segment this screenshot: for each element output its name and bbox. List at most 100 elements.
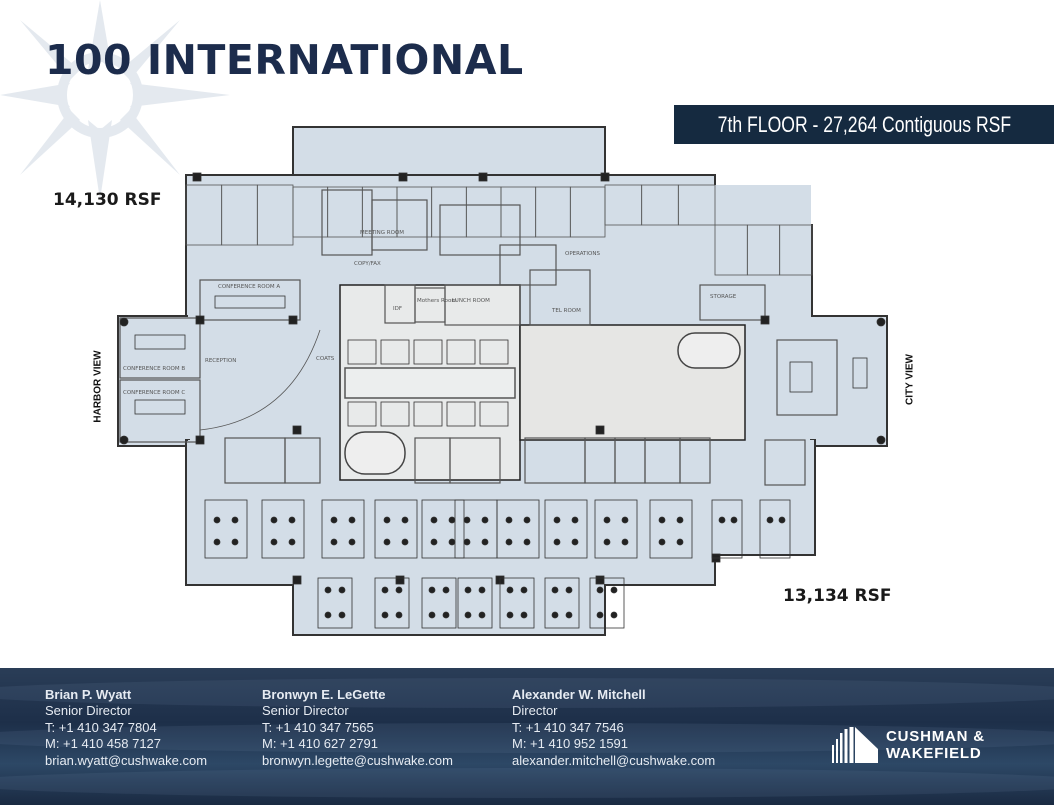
city-view-label: CITY VIEW xyxy=(904,354,916,405)
logo-line-2: WAKEFIELD xyxy=(886,745,982,762)
perimeter-office xyxy=(779,224,813,276)
chair xyxy=(523,538,531,546)
round-column xyxy=(876,435,886,445)
chair xyxy=(658,516,666,524)
chair xyxy=(596,611,604,619)
conference-table xyxy=(134,334,186,350)
building-column xyxy=(288,315,298,325)
building-column xyxy=(292,575,302,585)
contact-mobile[interactable]: M: +1 410 952 1591 xyxy=(512,736,629,752)
chair xyxy=(395,611,403,619)
chair xyxy=(596,586,604,594)
chair xyxy=(603,538,611,546)
contact-card: Alexander W. Mitchell Director T: +1 410… xyxy=(512,687,715,769)
compass-watermark xyxy=(0,0,230,200)
contact-name: Alexander W. Mitchell xyxy=(512,687,646,702)
chair xyxy=(448,516,456,524)
building-column xyxy=(595,425,605,435)
room-label-storage: STORAGE xyxy=(710,294,737,300)
office xyxy=(284,437,321,484)
room-label-tel: TEL ROOM xyxy=(551,308,581,314)
chair xyxy=(565,611,573,619)
contact-email[interactable]: bronwyn.legette@cushwake.com xyxy=(262,752,453,768)
workstation-cluster xyxy=(544,577,580,629)
round-column xyxy=(876,317,886,327)
workstation-cluster xyxy=(649,499,693,559)
chair xyxy=(330,538,338,546)
workstation-cluster xyxy=(544,499,588,559)
workstation-cluster xyxy=(421,577,457,629)
contact-title: Senior Director xyxy=(262,703,349,719)
elevator-cab xyxy=(446,401,476,427)
workstation-cluster xyxy=(317,577,353,629)
contact-phone[interactable]: T: +1 410 347 7546 xyxy=(512,719,624,735)
chair xyxy=(565,586,573,594)
chair xyxy=(270,538,278,546)
workstation-cluster xyxy=(594,499,638,559)
workstation-cluster xyxy=(496,499,540,559)
conference-table xyxy=(852,357,868,389)
conference-room-c xyxy=(119,379,201,443)
chair xyxy=(621,538,629,546)
elevator-cab xyxy=(347,339,377,365)
meeting-room xyxy=(371,199,428,251)
building-column xyxy=(395,575,405,585)
footer: Brian P. Wyatt Senior Director T: +1 410… xyxy=(0,668,1054,805)
chair xyxy=(428,586,436,594)
office xyxy=(499,244,557,286)
lower-rsf-label: 13,134 RSF xyxy=(783,586,892,606)
workstation-cluster xyxy=(421,499,465,559)
contact-title: Senior Director xyxy=(45,703,132,719)
lunch-room xyxy=(444,284,521,326)
chair xyxy=(505,538,513,546)
floor-banner: 7th FLOOR - 27,264 Contiguous RSF xyxy=(674,105,1054,144)
page-title: 100 INTERNATIONAL xyxy=(45,36,524,84)
logo-line-1: CUSHMAN & xyxy=(886,728,985,745)
chair xyxy=(442,611,450,619)
chair xyxy=(523,516,531,524)
chair xyxy=(288,516,296,524)
chair xyxy=(428,611,436,619)
contact-phone[interactable]: T: +1 410 347 7565 xyxy=(262,719,374,735)
chair xyxy=(288,538,296,546)
workstation-cluster xyxy=(759,499,791,559)
chair xyxy=(571,516,579,524)
chair xyxy=(348,538,356,546)
office xyxy=(764,439,806,486)
building-column xyxy=(195,315,205,325)
contact-card: Brian P. Wyatt Senior Director T: +1 410… xyxy=(45,687,207,769)
chair xyxy=(658,538,666,546)
contact-mobile[interactable]: M: +1 410 627 2791 xyxy=(262,736,379,752)
chair xyxy=(621,516,629,524)
chair xyxy=(718,516,726,524)
contact-mobile[interactable]: M: +1 410 458 7127 xyxy=(45,736,162,752)
workstation-cluster xyxy=(374,499,418,559)
chair xyxy=(231,538,239,546)
conference-room-a xyxy=(199,279,301,321)
chair xyxy=(520,586,528,594)
chair xyxy=(463,516,471,524)
chair xyxy=(430,516,438,524)
contact-email[interactable]: brian.wyatt@cushwake.com xyxy=(45,752,208,768)
harbor-view-label: HARBOR VIEW xyxy=(92,350,104,423)
room-label-mothers: Mothers Room xyxy=(417,298,457,304)
chair xyxy=(348,516,356,524)
workstation-cluster xyxy=(457,577,493,629)
chair xyxy=(464,611,472,619)
workstation-cluster xyxy=(499,577,535,629)
chair xyxy=(213,538,221,546)
building-bars-icon xyxy=(832,727,878,763)
elevator-cab xyxy=(446,339,476,365)
storage-room xyxy=(699,284,766,321)
room-label-coats: COATS xyxy=(316,356,335,362)
chair xyxy=(338,586,346,594)
chair xyxy=(603,516,611,524)
chair xyxy=(553,538,561,546)
chair xyxy=(430,538,438,546)
chair xyxy=(213,516,221,524)
contact-email[interactable]: alexander.mitchell@cushwake.com xyxy=(512,752,716,768)
conference-room-b xyxy=(119,317,201,379)
contact-card: Bronwyn E. LeGette Senior Director T: +1… xyxy=(262,687,453,769)
contact-phone[interactable]: T: +1 410 347 7804 xyxy=(45,719,157,735)
floor-banner-text: 7th FLOOR - 27,264 Contiguous RSF xyxy=(717,111,1011,137)
